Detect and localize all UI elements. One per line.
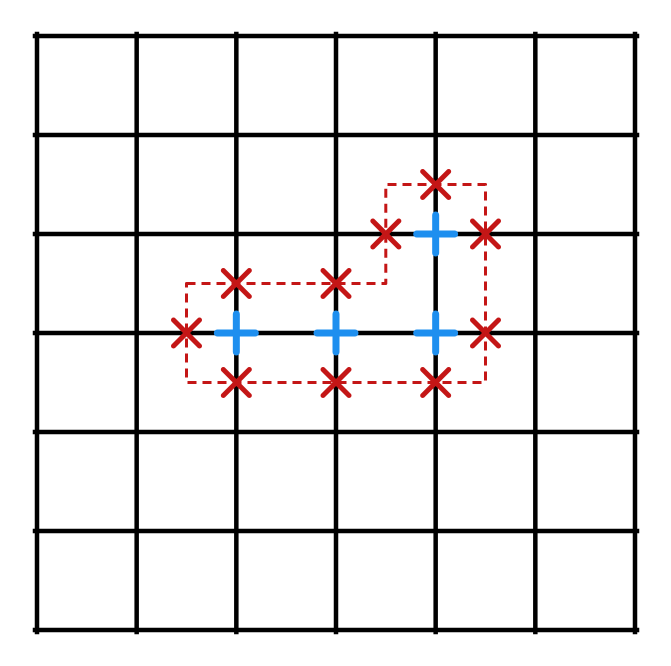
cross-markers [171,169,501,398]
cross-marker [420,367,452,398]
plus-marker [313,310,359,356]
cross-stroke [420,169,452,200]
cross-marker [470,218,501,250]
cross-marker [220,268,252,299]
cross-stroke [220,367,252,398]
cross-stroke [370,218,402,250]
cross-marker [470,317,501,349]
plus-marker [413,310,459,356]
cross-stroke [470,317,501,349]
cross-marker [320,367,352,398]
cross-stroke [420,367,452,398]
plus-marker [413,211,459,257]
boundary-outline [185,183,487,384]
dashed-boundary [185,183,487,384]
plus-markers [213,211,459,356]
cross-stroke [220,268,252,299]
plus-marker [213,310,259,356]
cross-stroke [320,367,352,398]
cross-stroke [470,218,501,250]
cross-marker [420,169,452,200]
cross-stroke [320,268,352,299]
cross-stroke [171,317,202,349]
cross-marker [171,317,202,349]
cross-marker [320,268,352,299]
cross-marker [370,218,402,250]
cross-marker [220,367,252,398]
